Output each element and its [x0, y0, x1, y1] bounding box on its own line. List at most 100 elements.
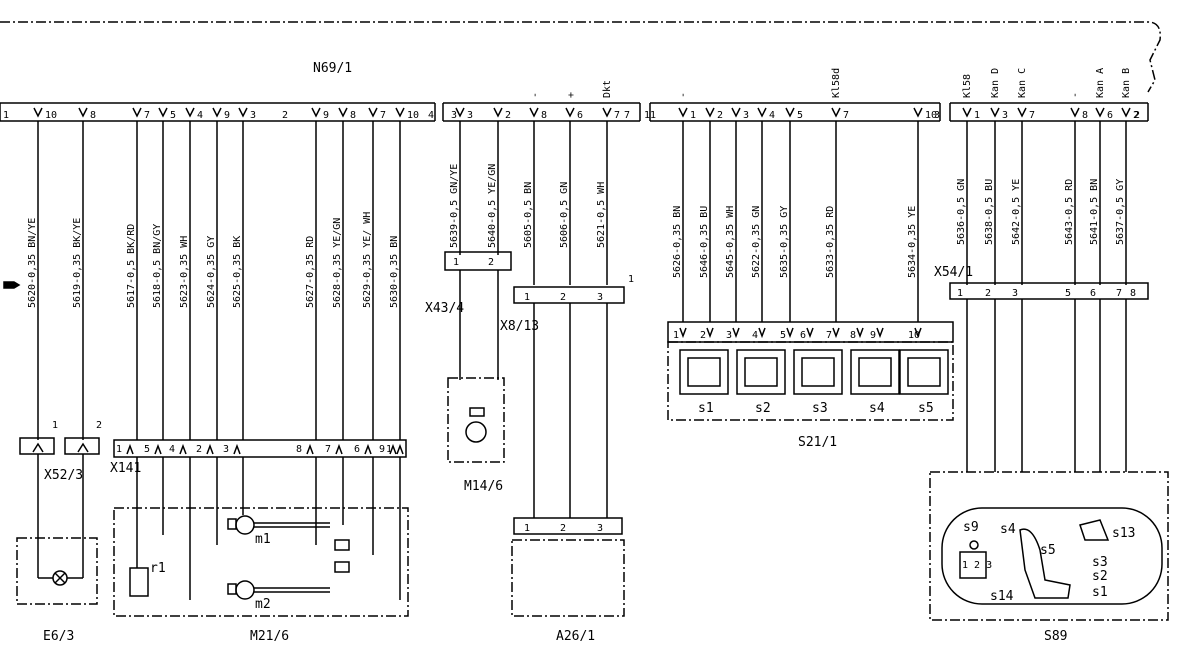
- s21-pin-label: 10: [908, 330, 920, 341]
- ecu-pin-number: 8: [350, 110, 356, 121]
- ecu-pin-terminal: [1070, 107, 1080, 118]
- wire-label: 5641-0,5 BN: [1089, 179, 1100, 245]
- motor-icon: [235, 515, 255, 535]
- ecu-pin-terminal: [368, 107, 378, 118]
- ecu-pin-number: 9: [224, 110, 230, 121]
- ecu-pin-terminal: [1121, 107, 1131, 118]
- motor-label: m2: [255, 597, 271, 612]
- motor-sensor-icon: [227, 518, 237, 530]
- connector-x52-3-pin: [64, 437, 100, 455]
- switch-button-icon: [793, 349, 843, 395]
- r1-label: r1: [150, 561, 166, 576]
- x43-4-pin-label: 1: [453, 257, 459, 268]
- s21-switch-label: s2: [755, 401, 771, 416]
- ecu-pin-terminal: [238, 107, 248, 118]
- wire-label: 5622-0,35 GN: [751, 206, 762, 278]
- ecu-pin-number: 4: [769, 110, 775, 121]
- ecu-pin-terminal: [785, 107, 795, 118]
- a26-pin-label: 1: [524, 523, 530, 534]
- s89-label: s5: [1040, 543, 1056, 558]
- x141-pin-label: 4: [169, 444, 175, 455]
- wire-label: 5623-0,35 WH: [179, 236, 190, 308]
- wire-label: 5626-0,35 BN: [672, 206, 683, 278]
- x54-1-pin-label: 6: [1090, 288, 1096, 299]
- ecu-pin-number: 2: [717, 110, 723, 121]
- pin-terminal: [679, 327, 687, 339]
- ecu-pin-terminal: [678, 107, 688, 118]
- s21-switch-label: s1: [698, 401, 714, 416]
- pin-terminal: [706, 327, 714, 339]
- x8-13-pin-label: 3: [597, 292, 603, 303]
- m14-6-box: [447, 377, 505, 463]
- s89-label: s1: [1092, 585, 1108, 600]
- x141-pin-label: 5: [144, 444, 150, 455]
- connector-x8-13: [513, 286, 625, 304]
- x54-1-label: X54/1: [934, 265, 973, 280]
- s21-pin-label: 6: [800, 330, 806, 341]
- ecu-pin-number: 7: [843, 110, 849, 121]
- wire-label: 5620-0,35 BN/YE: [27, 218, 38, 308]
- wire-label: 5636-0,5 GN: [956, 179, 967, 245]
- ecu-pin-number: 5: [797, 110, 803, 121]
- pin-terminal: [758, 327, 766, 339]
- switch-icon: [334, 561, 350, 573]
- switch-button-inner-icon: [801, 357, 835, 387]
- connector-x52-3-pin: [19, 437, 55, 455]
- switch-button-inner-icon: [744, 357, 778, 387]
- s89-inner-outline: [941, 507, 1163, 605]
- s21-pin-label: 5: [780, 330, 786, 341]
- ecu-pin-terminal: [1017, 107, 1027, 118]
- wire-label: 5624-0,35 GY: [206, 236, 217, 308]
- hand-pointer-icon: [3, 281, 21, 289]
- pin-terminal: [126, 443, 134, 455]
- ecu-pin-terminal: [731, 107, 741, 118]
- ecu-pin-number: 10: [925, 110, 937, 121]
- s21-pin-label: 4: [752, 330, 758, 341]
- wire-label: 5628-0,35 YE/GN: [332, 218, 343, 308]
- s89-label: s3: [1092, 555, 1108, 570]
- wire-label: 5605-0,5 BN: [523, 182, 534, 248]
- s89-label: s4: [1000, 522, 1016, 537]
- ecu-group-number: 7: [624, 110, 630, 121]
- ecu-top-label: Kl58: [962, 74, 973, 98]
- x141-label: X141: [110, 461, 141, 476]
- ecu-pin-terminal: [212, 107, 222, 118]
- s89-knob-icon: [959, 551, 987, 579]
- ecu-pin-number: 6: [1107, 110, 1113, 121]
- e6-3-label: E6/3: [43, 629, 74, 644]
- x8-13-label: X8/13: [500, 319, 539, 334]
- ecu-pin-number: 7: [614, 110, 620, 121]
- x54-1-pin-label: 2: [985, 288, 991, 299]
- ecu-pin-terminal: [311, 107, 321, 118]
- ecu-pin-terminal: [338, 107, 348, 118]
- s89-knob-label: 1 2 3: [962, 560, 992, 571]
- pin-terminal: [179, 443, 187, 455]
- x54-1-pin-label: 7: [1116, 288, 1122, 299]
- ecu-pin-terminal: [913, 107, 923, 118]
- s89-label: s9: [963, 520, 979, 535]
- ecu-group-number: 3: [451, 110, 457, 121]
- hand-pointer-icon-shape: [3, 281, 21, 289]
- ecu-pin-number: 7: [144, 110, 150, 121]
- ecu-top-label: Kl58d: [831, 68, 842, 98]
- switch-button-icon: [679, 349, 729, 395]
- wire-label: 5625-0,35 BK: [232, 236, 243, 308]
- x54-1-pin-label: 5: [1065, 288, 1071, 299]
- pin-terminal: [32, 442, 44, 453]
- x141-pin-label: 1: [116, 444, 122, 455]
- pin-terminal: [306, 443, 314, 455]
- ecu-pin-terminal: [705, 107, 715, 118]
- ecu-pin-terminal: [33, 107, 43, 118]
- pin-terminal: [806, 327, 814, 339]
- x43-4-pin-label: 2: [488, 257, 494, 268]
- switch-button-icon: [736, 349, 786, 395]
- ecu-pin-number: 8: [541, 110, 547, 121]
- s21-pin-label: 7: [826, 330, 832, 341]
- ecu-group-number: 3: [934, 110, 940, 121]
- ecu-pin-number: 3: [250, 110, 256, 121]
- a26-pin-label: 2: [560, 523, 566, 534]
- x141-pin-label: 3: [223, 444, 229, 455]
- ecu-group-number: 11: [644, 110, 656, 121]
- ecu-pin-number: 8: [1082, 110, 1088, 121]
- switch-button-inner-icon: [907, 357, 941, 387]
